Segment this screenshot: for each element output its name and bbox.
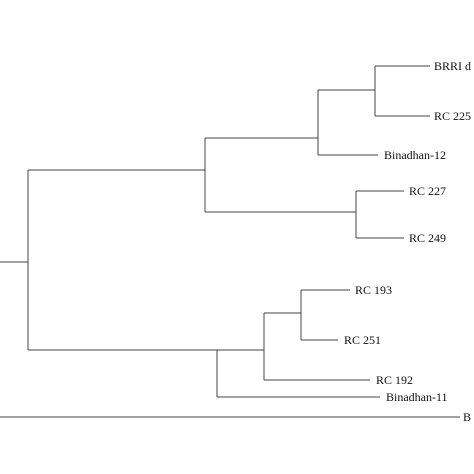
leaf-label-rc225: RC 225 bbox=[434, 109, 471, 123]
leaf-label-rc249: RC 249 bbox=[409, 231, 446, 245]
leaf-label-rc192: RC 192 bbox=[376, 373, 413, 387]
leaf-label-rc251: RC 251 bbox=[344, 333, 381, 347]
leaf-label-bottom: B bbox=[463, 410, 471, 424]
leaf-label-rc193: RC 193 bbox=[355, 283, 392, 297]
leaf-label-binadhan11: Binadhan-11 bbox=[386, 390, 448, 404]
tree-branches bbox=[0, 65, 460, 418]
leaf-label-rc227: RC 227 bbox=[409, 184, 446, 198]
leaf-label-brri: BRRI d bbox=[434, 59, 471, 73]
leaf-label-binadhan12: Binadhan-12 bbox=[384, 148, 446, 162]
leaf-labels: BRRI d RC 225 Binadhan-12 RC 227 RC 249 … bbox=[344, 59, 471, 424]
